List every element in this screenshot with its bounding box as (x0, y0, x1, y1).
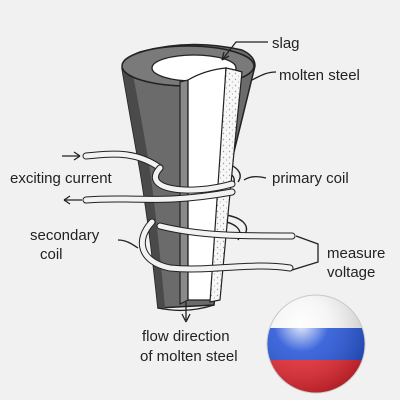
label-slag: slag (272, 35, 300, 52)
label-primary-coil: primary coil (272, 170, 349, 187)
label-measure-voltage-1: measure (327, 245, 385, 262)
label-secondary-coil-1: secondary (30, 227, 100, 244)
label-exciting-current: exciting current (10, 170, 113, 187)
label-secondary-coil-2: coil (40, 246, 63, 263)
label-flow-direction-1: flow direction (142, 328, 230, 345)
russia-flag-ball-icon (266, 294, 366, 394)
label-flow-direction-2: of molten steel (140, 348, 238, 365)
secondary-coil (138, 218, 296, 273)
label-molten-steel: molten steel (279, 67, 360, 84)
primary-coil (82, 150, 236, 204)
annotation-pointers (62, 41, 319, 323)
label-measure-voltage-2: voltage (327, 264, 375, 281)
